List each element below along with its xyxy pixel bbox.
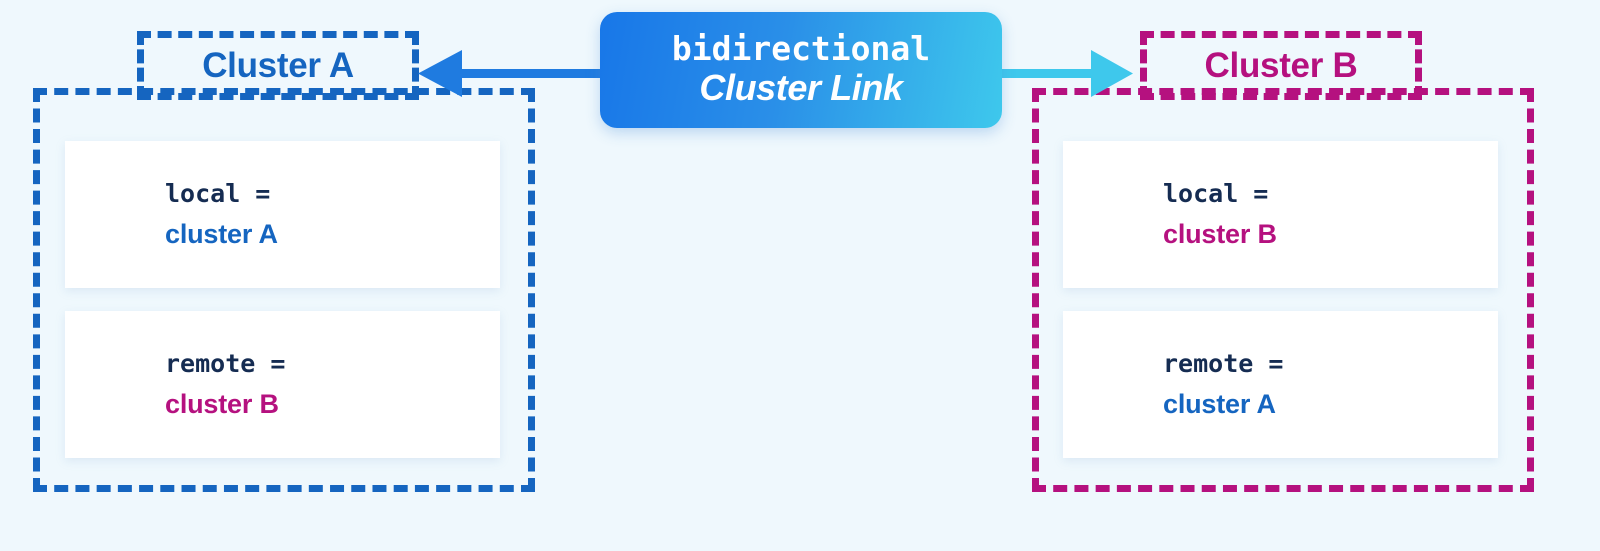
cluster-b-container (1032, 88, 1534, 492)
cluster-b-title: Cluster B (1204, 45, 1358, 85)
cluster-a-title: Cluster A (202, 45, 354, 85)
cluster-a-local-key: local = (165, 178, 271, 208)
badge-line-cluster-link: Cluster Link (699, 67, 903, 109)
cluster-a-container (33, 88, 535, 492)
cluster-b-local-value: cluster B (1163, 218, 1277, 249)
cluster-b-remote-value: cluster A (1163, 388, 1276, 419)
cluster-a-local-card: local = cluster A (65, 141, 500, 288)
cluster-a-remote-card: remote = cluster B (65, 311, 500, 458)
cluster-a-title-box: Cluster A (137, 31, 419, 100)
cluster-b-local-card: local = cluster B (1063, 141, 1498, 288)
cluster-b-remote-key: remote = (1163, 348, 1284, 378)
bidirectional-cluster-link-badge: bidirectional Cluster Link (600, 12, 1002, 128)
cluster-a-remote-value: cluster B (165, 388, 279, 419)
cluster-a-local-value: cluster A (165, 218, 278, 249)
cluster-a-remote-key: remote = (165, 348, 286, 378)
badge-line-bidirectional: bidirectional (671, 29, 931, 69)
cluster-b-local-key: local = (1163, 178, 1269, 208)
cluster-b-title-box: Cluster B (1140, 31, 1422, 100)
cluster-b-remote-card: remote = cluster A (1063, 311, 1498, 458)
